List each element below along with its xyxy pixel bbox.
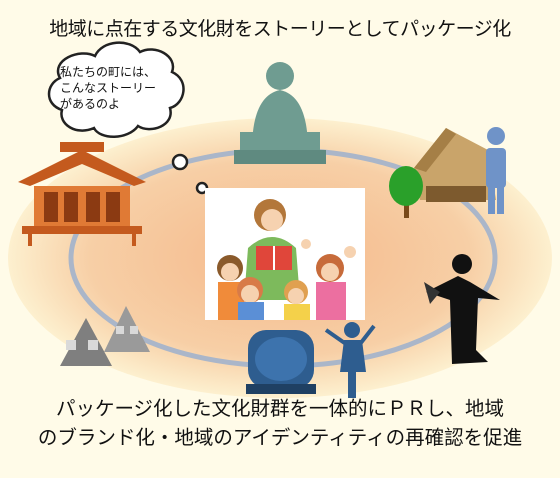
speech-line: があるのよ (60, 97, 121, 111)
gassho-house-icon (60, 306, 150, 366)
kimono-dancer-icon (424, 254, 500, 364)
speech-bubble-text: 私たちの町には、 こんなストーリー があるのよ (60, 64, 170, 112)
caption: パッケージ化した文化財群を一体的にＰＲし、地域 のブランド化・地域のアイデンティ… (0, 394, 560, 452)
drummer-icon (324, 322, 376, 398)
caption-line: パッケージ化した文化財群を一体的にＰＲし、地域 (55, 397, 505, 420)
tree-icon (389, 166, 423, 218)
thatched-house-icon (414, 128, 496, 202)
person-icon (486, 127, 506, 214)
page-title: 地域に点在する文化財をストーリーとしてパッケージ化 (49, 18, 511, 40)
buddha-statue-icon (234, 62, 326, 164)
caption-line: のブランド化・地域のアイデンティティの再確認を促進 (37, 426, 523, 449)
speech-line: 私たちの町には、 (60, 65, 157, 79)
temple-icon (18, 142, 146, 246)
speech-line: こんなストーリー (60, 81, 157, 95)
taiko-drum-icon (246, 330, 316, 394)
storyteller-illustration (205, 188, 365, 320)
